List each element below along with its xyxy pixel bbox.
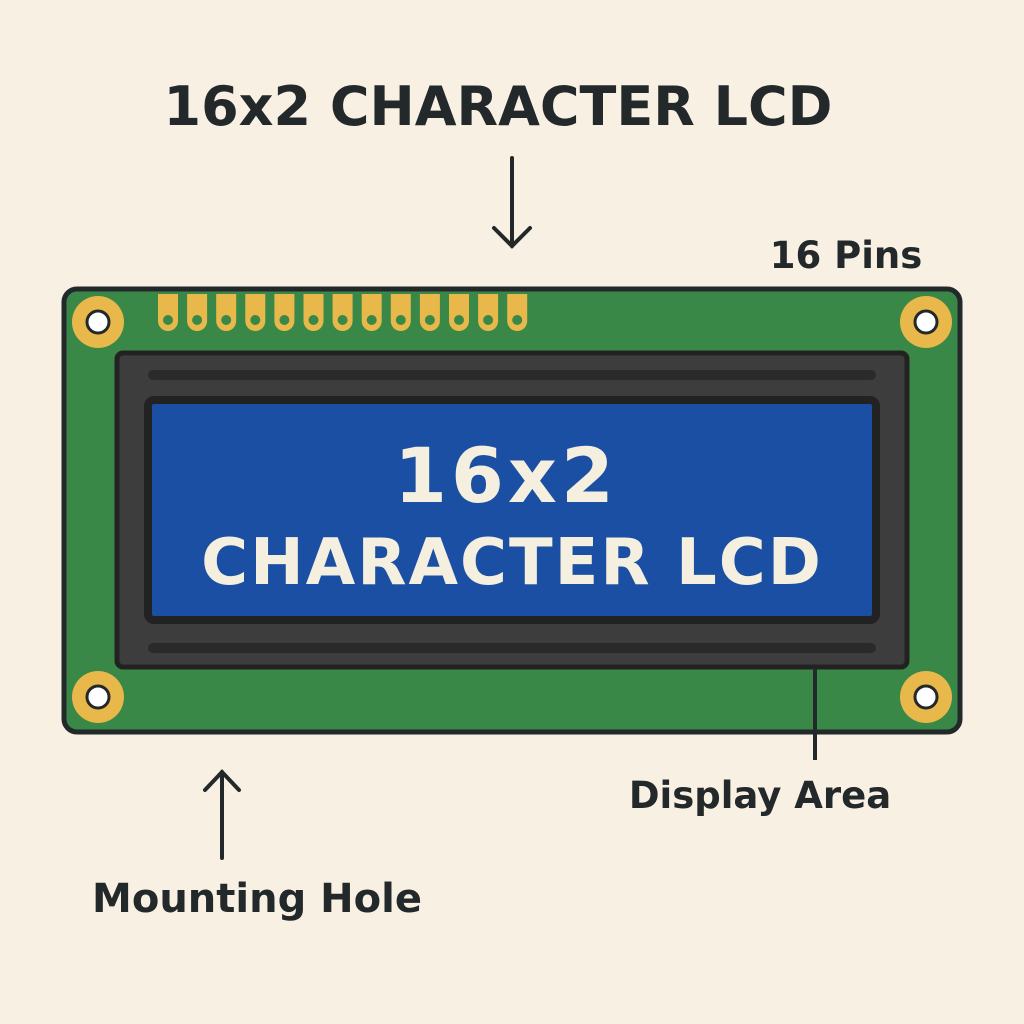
title-arrow [492,156,532,249]
bezel-slot-bottom [148,643,876,653]
pin-pad [216,294,237,332]
pin-pad [478,294,499,332]
pcb-board: 16x2 CHARACTER LCD [61,286,963,735]
pin-hole [279,315,290,325]
pin-pad [361,294,382,332]
pin-header [158,294,528,332]
screen-line-1: 16x2 [394,431,618,520]
pin-pad [303,294,324,332]
pin-pad [274,294,295,332]
pin-hole [454,315,464,325]
mounting-hole [913,309,939,335]
pin-hole [512,315,523,325]
pin-pad [245,294,266,332]
screen-line-2: CHARACTER LCD [201,526,823,600]
pin-hole [308,315,319,325]
pin-hole [192,315,203,325]
mounting-holes [72,296,952,723]
pin-hole [483,315,494,325]
bezel-slot-top [148,370,876,380]
display-area-label: Display Area [629,774,891,817]
pins-label: 16 Pins [770,234,923,277]
pin-pad [419,294,440,332]
pin-hole [424,315,435,325]
pin-pad [158,294,178,331]
display-area [144,396,880,624]
pin-pad [449,294,469,331]
pin-pad [390,294,411,332]
mounting-hole-arrow [203,769,241,860]
pin-hole [163,315,173,325]
mounting-hole [85,309,111,335]
mounting-hole-label: Mounting Hole [92,876,422,922]
pin-hole [250,315,261,325]
mounting-hole [913,684,939,710]
pin-hole [221,315,232,325]
mounting-hole [85,684,111,710]
diagram-title: 16x2 CHARACTER LCD [164,75,833,138]
pin-pad [332,294,353,332]
pin-hole [366,315,377,325]
pin-pad [187,294,208,332]
pin-hole [395,315,406,325]
pin-pad [507,294,528,332]
pin-hole [337,315,348,325]
